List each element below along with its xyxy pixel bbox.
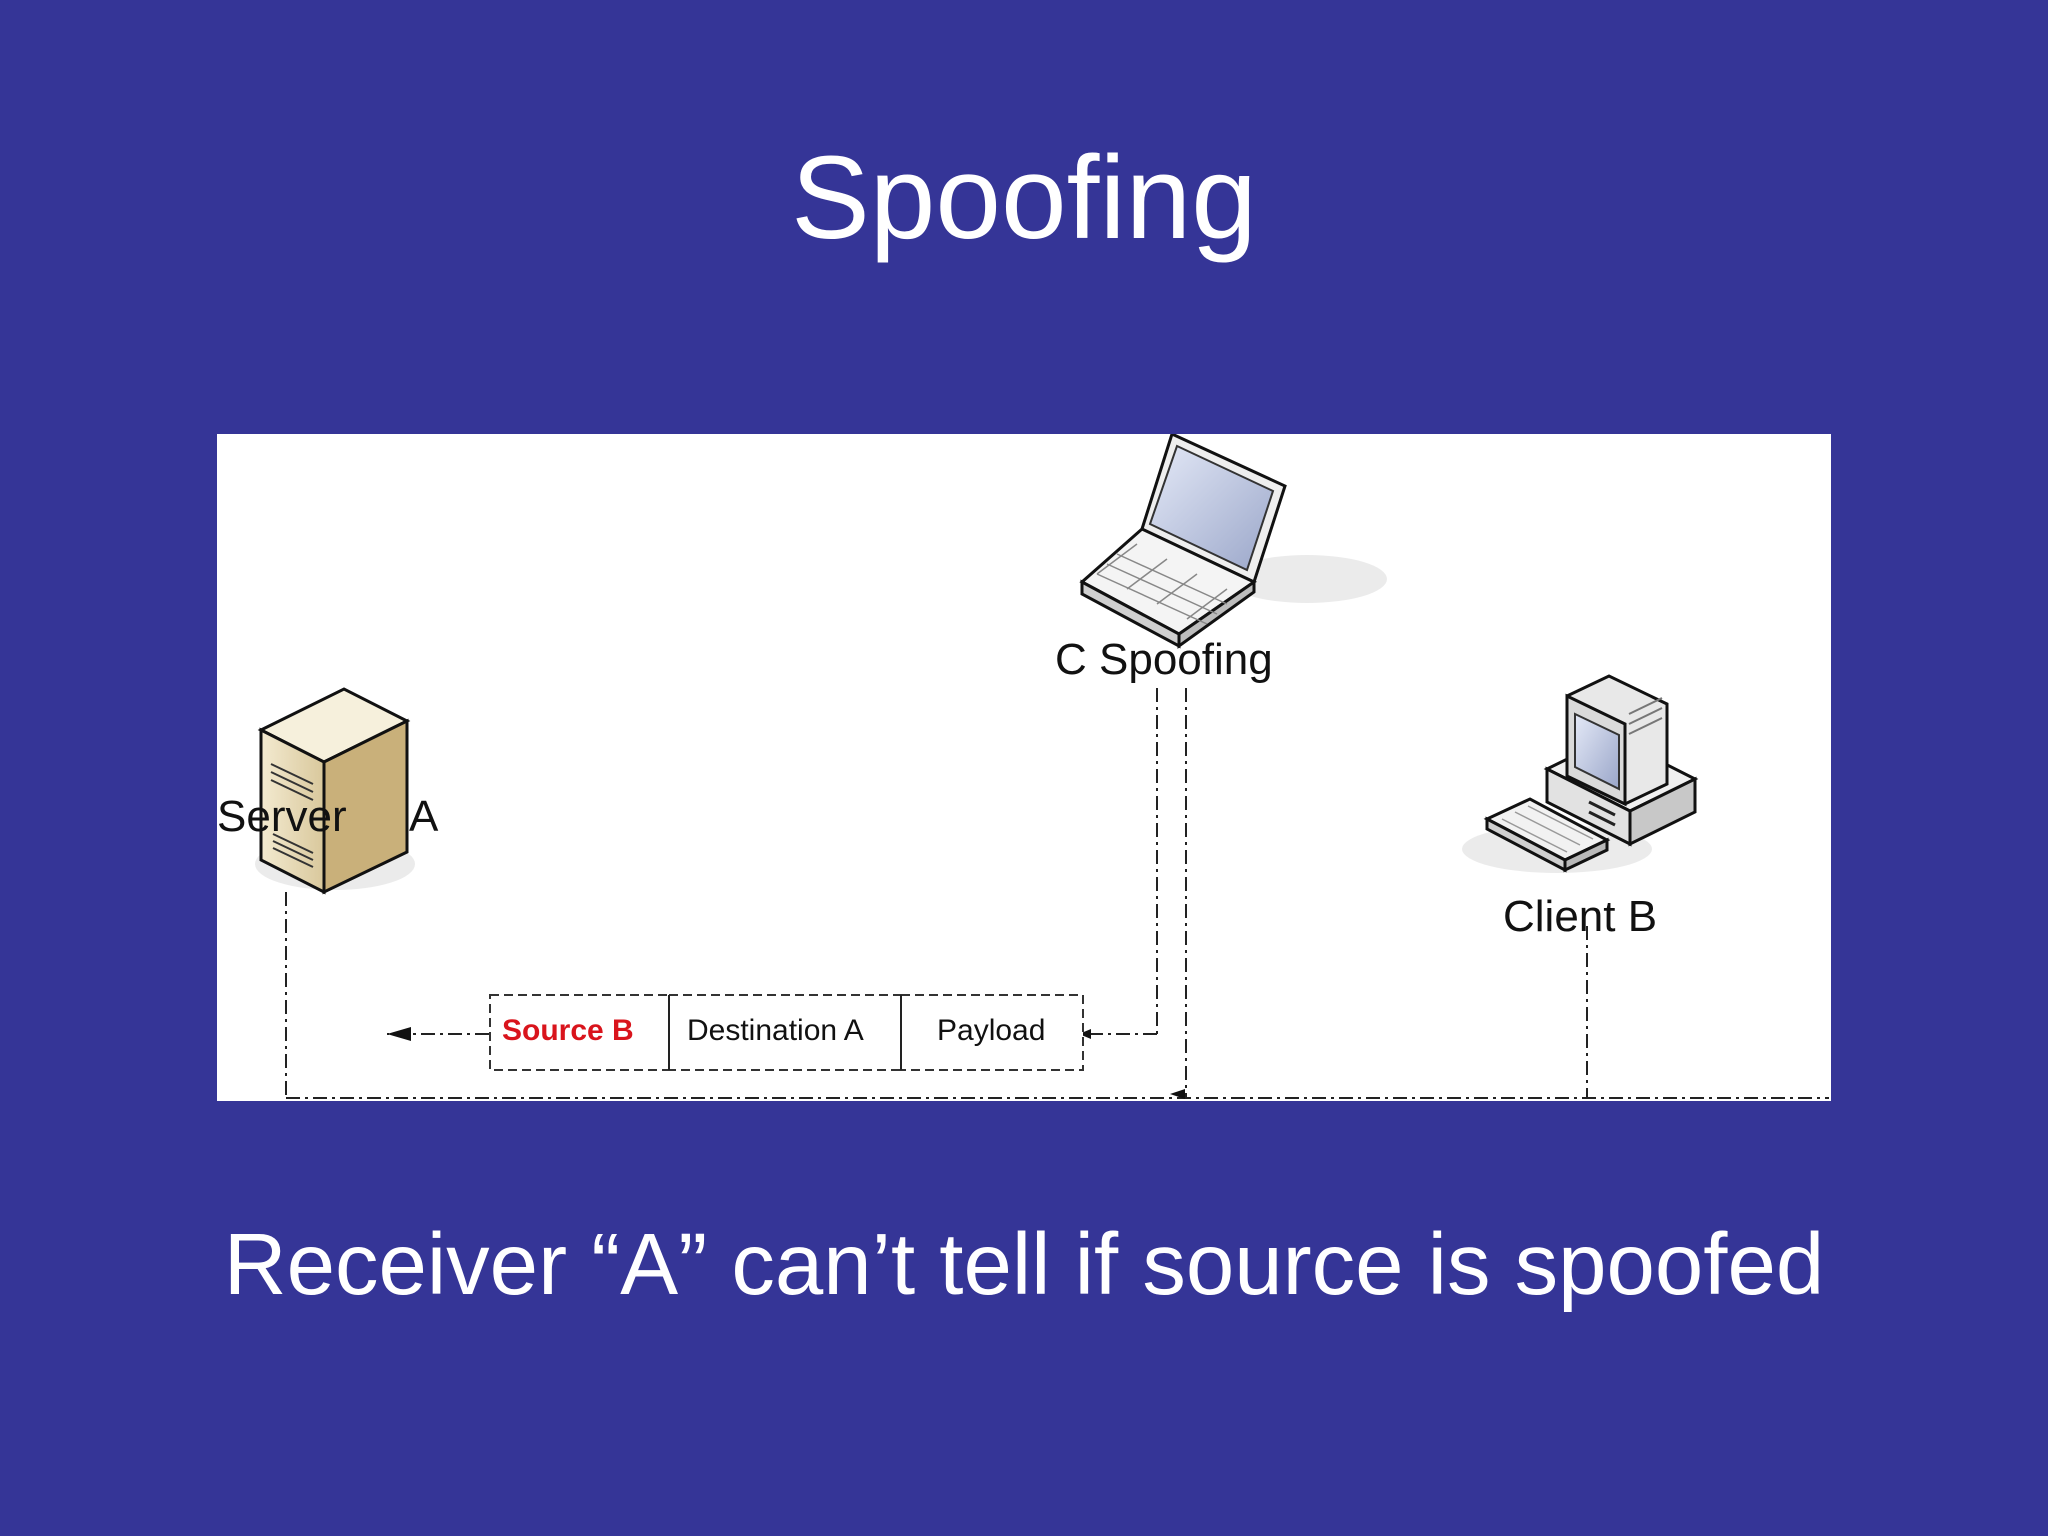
packet-destination-field: Destination A <box>687 1014 864 1047</box>
slide-title: Spoofing <box>791 132 1257 264</box>
server-arrowhead-icon <box>387 1027 411 1041</box>
server-tower-icon <box>255 687 415 895</box>
packet-source-box <box>489 994 670 1071</box>
diagram-canvas: Source B Destination A Payload Server A <box>217 434 1829 1099</box>
network-diagram: Source B Destination A Payload Server A <box>217 434 1831 1101</box>
packet-payload-field: Payload <box>937 1014 1045 1047</box>
packet: Source B Destination A Payload <box>489 994 1084 1071</box>
desktop-computer-icon <box>1462 674 1699 873</box>
client-label: Client B <box>1503 892 1657 941</box>
bottom-arrowhead-icon <box>1170 1089 1185 1099</box>
packet-source-field: Source B <box>502 1014 634 1047</box>
inject-arrowhead-icon <box>1079 1029 1091 1039</box>
server-label-suffix: A <box>409 792 439 841</box>
packet-payload-box <box>900 994 1084 1071</box>
slide-caption: Receiver “A” can’t tell if source is spo… <box>223 1216 1825 1313</box>
laptop-icon <box>1079 434 1387 649</box>
server-label: Server <box>217 792 347 841</box>
attacker-label: C Spoofing <box>1055 635 1273 684</box>
